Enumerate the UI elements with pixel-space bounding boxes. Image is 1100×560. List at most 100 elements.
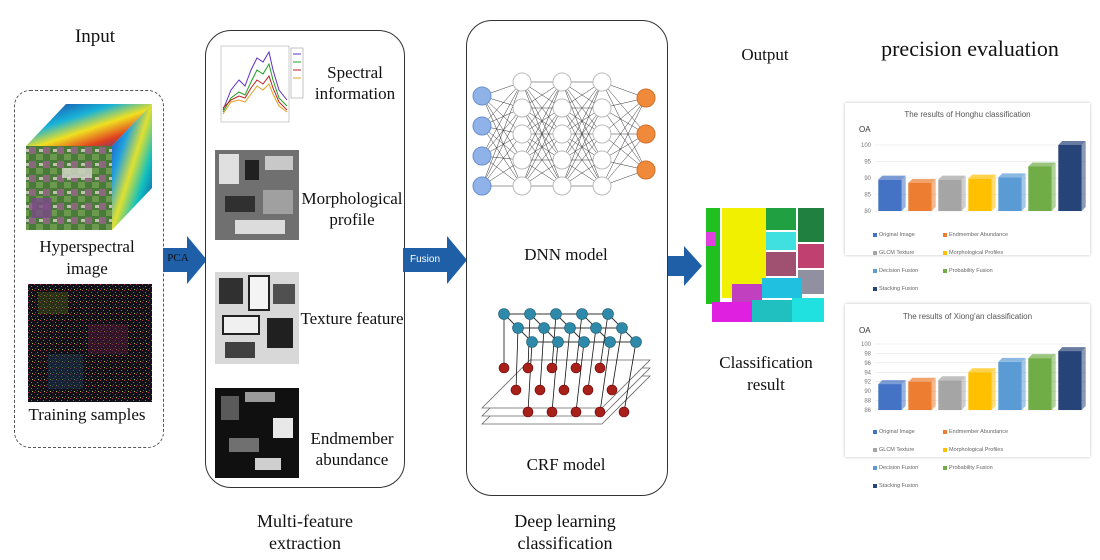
- crf-edge: [551, 341, 559, 413]
- bar-top: [1058, 347, 1086, 352]
- legend-swatch: [873, 268, 877, 273]
- dnn-network-diagram: [472, 72, 656, 196]
- crf-edge: [599, 313, 609, 369]
- bar-side: [961, 376, 966, 410]
- dnn-node: [636, 124, 656, 144]
- legend-item: Morphological Profiles: [943, 250, 1053, 256]
- legend-item: Probability Fusion: [943, 268, 1053, 274]
- legend-item: Probability Fusion: [943, 465, 1053, 471]
- bar: [908, 182, 932, 211]
- dnn-node: [592, 98, 612, 118]
- crf-edge: [587, 327, 597, 391]
- dnn-node: [592, 150, 612, 170]
- precision-heading: precision evaluation: [881, 36, 1059, 61]
- crf-label-node: [606, 384, 618, 396]
- dnn-connection: [481, 95, 523, 187]
- legend-item: Stacking Fusion: [873, 483, 943, 489]
- dnn-connection: [601, 81, 647, 135]
- bar-side: [961, 175, 966, 211]
- legend-swatch: [873, 250, 877, 255]
- dnn-node: [512, 150, 532, 170]
- y-tick-label: 80: [864, 209, 871, 215]
- bar: [1028, 358, 1052, 410]
- dnn-connection: [521, 133, 563, 187]
- y-tick-label: 92: [864, 380, 871, 386]
- deep-learning-caption: Deep learning classification: [514, 511, 616, 553]
- dnn-node: [636, 160, 656, 180]
- crf-label-node: [594, 406, 606, 418]
- dnn-node: [552, 72, 572, 92]
- spectral-plot-image: [220, 45, 304, 123]
- dnn-label: DNN model: [524, 245, 608, 264]
- pca-label: PCA: [167, 252, 189, 264]
- dnn-connection: [521, 81, 563, 135]
- legend-swatch: [943, 429, 947, 434]
- crf-label-node: [594, 362, 606, 374]
- bar-top: [878, 380, 906, 385]
- crf-label-node: [618, 406, 630, 418]
- input-heading: Input: [74, 26, 116, 47]
- crf-label-node: [498, 362, 510, 374]
- dnn-connection: [561, 81, 603, 187]
- morphological-image: [215, 150, 299, 240]
- dnn-connection: [481, 81, 523, 187]
- legend-item: Decision Fusion: [873, 465, 943, 471]
- training-label: Training samples: [28, 405, 146, 424]
- legend-swatch: [943, 447, 947, 452]
- bar: [998, 361, 1022, 410]
- bar: [878, 179, 902, 211]
- crf-label-node: [570, 406, 582, 418]
- crf-label-node: [546, 406, 558, 418]
- classification-result-label: Classification result: [719, 353, 813, 394]
- crf-label-node: [522, 406, 534, 418]
- bar: [968, 178, 992, 211]
- crf-node: [524, 308, 536, 320]
- legend-label: Endmember Abundance: [949, 429, 1009, 435]
- dnn-node: [512, 72, 532, 92]
- xiongan-chart-title: The results of Xiong'an classification: [902, 312, 1033, 321]
- bar: [878, 384, 902, 410]
- bar: [1058, 145, 1082, 211]
- texture-image: [215, 272, 299, 364]
- bar-side: [901, 380, 906, 410]
- legend-swatch: [943, 465, 947, 470]
- legend-label: Original Image: [879, 429, 915, 435]
- bar-top: [908, 178, 936, 183]
- dnn-node: [512, 124, 532, 144]
- crf-label-node: [534, 384, 546, 396]
- dnn-connection: [481, 107, 523, 157]
- bar-top: [938, 175, 966, 180]
- crf-plane: [481, 359, 651, 409]
- dnn-node: [552, 98, 572, 118]
- hyperspectral-label: Hyperspectral image: [39, 237, 135, 278]
- crf-edge: [599, 341, 611, 413]
- y-tick-label: 88: [864, 399, 871, 405]
- dnn-connection: [601, 97, 647, 161]
- legend-item: Stacking Fusion: [873, 286, 943, 292]
- y-tick-label: 98: [864, 351, 871, 357]
- crf-edge: [515, 327, 519, 391]
- hyperspectral-cube-image: [26, 104, 152, 230]
- crf-node: [564, 322, 576, 334]
- crf-lattice-diagram: [481, 308, 651, 425]
- dnn-connection: [481, 81, 523, 127]
- dnn-connection: [481, 133, 523, 187]
- bar-top: [1058, 141, 1086, 145]
- y-tick-label: 96: [864, 361, 871, 367]
- dnn-node: [472, 116, 492, 136]
- spectral-label: Spectral information: [314, 63, 396, 103]
- bar-top: [908, 377, 936, 382]
- legend-label: Morphological Profiles: [949, 250, 1004, 256]
- bar-side: [991, 174, 996, 211]
- bar: [998, 177, 1022, 211]
- crf-node: [498, 308, 510, 320]
- crf-edge: [527, 341, 533, 413]
- dnn-connection: [521, 81, 563, 161]
- output-heading: Output: [741, 45, 789, 64]
- legend-item: Endmember Abundance: [943, 429, 1053, 435]
- crf-edge: [623, 341, 637, 413]
- honghu-chart-title: The results of Honghu classification: [904, 110, 1031, 119]
